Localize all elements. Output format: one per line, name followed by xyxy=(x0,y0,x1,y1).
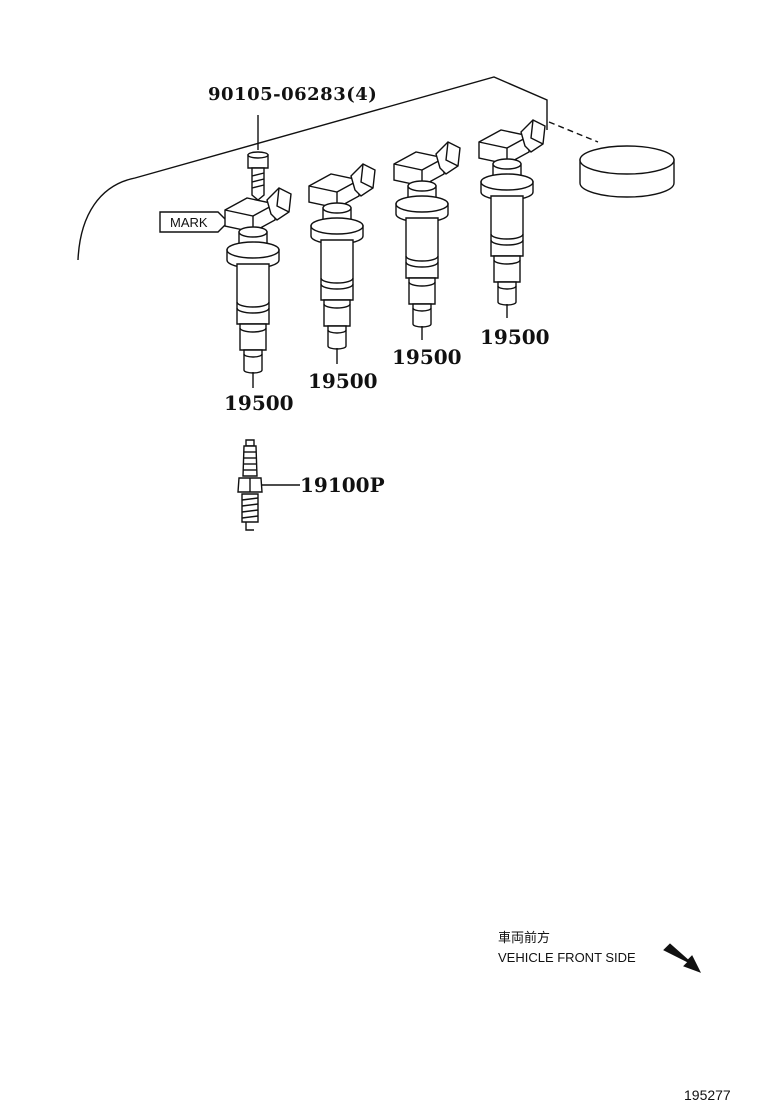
vehicle-front-label-jp: 車両前方 xyxy=(498,930,550,945)
mark-label: MARK xyxy=(170,215,208,230)
coil-4-label: 19500 xyxy=(480,325,550,349)
ignition-coil-1 xyxy=(224,187,292,374)
arrow-down-right-icon xyxy=(663,943,702,973)
coil-1-label: 19500 xyxy=(224,391,294,415)
diagram-id: 195277 xyxy=(684,1087,731,1103)
bolt-label: 90105-06283(4) xyxy=(208,84,377,105)
engine-cover-dashed-link xyxy=(548,121,599,143)
bolt xyxy=(247,115,269,201)
ignition-coil-2 xyxy=(308,163,376,350)
engine-cover-outline xyxy=(77,76,548,261)
ignition-coil-3 xyxy=(393,141,461,328)
coil-3-label: 19500 xyxy=(392,345,462,369)
ignition-coil-4 xyxy=(478,119,546,306)
engine-cover-cap xyxy=(579,145,675,198)
spark-plug xyxy=(237,439,263,531)
coil-2-label: 19500 xyxy=(308,369,378,393)
spark-plug-label: 19100P xyxy=(300,473,385,497)
vehicle-front-label-en: VEHICLE FRONT SIDE xyxy=(498,950,636,965)
